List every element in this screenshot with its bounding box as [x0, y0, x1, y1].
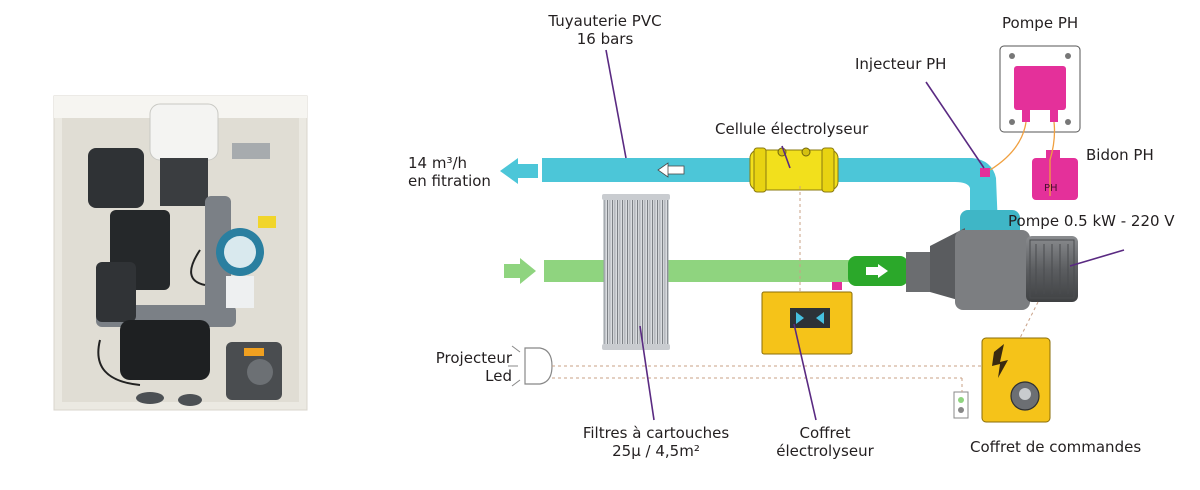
suction-pipe: [544, 256, 908, 286]
label-filtration-flow: 14 m³/h en fitration: [408, 154, 491, 190]
ph-canister-tag: PH: [1044, 183, 1058, 194]
label-electrolysis-box: Coffret électrolyseur: [776, 424, 874, 460]
wiring: [552, 186, 1039, 392]
ph-canister: [1032, 150, 1078, 200]
label-pointers: [605, 49, 1125, 421]
label-pump: Pompe 0.5 kW - 220 V: [1008, 212, 1175, 230]
label-command-box: Coffret de commandes: [970, 438, 1142, 456]
ph-injector: [980, 168, 990, 177]
flow-arrow-right-icon: [504, 258, 536, 284]
flow-direction-left-icon: [657, 162, 685, 178]
label-cartridge-filters: Filtres à cartouches 25µ / 4,5m²: [582, 424, 730, 460]
electrolysis-cell: [749, 147, 839, 193]
led-projector: [508, 345, 553, 387]
installation-photo: [53, 95, 308, 411]
flow-arrow-left-icon: [500, 158, 538, 184]
label-led-projector: Projecteur Led: [435, 349, 512, 385]
label-ph-injector: Injecteur PH: [855, 55, 947, 73]
command-control-box: [981, 337, 1051, 423]
pump: [906, 210, 1078, 310]
label-ph-pump: Pompe PH: [1002, 14, 1079, 32]
label-pvc-pipe: Tuyauterie PVC 16 bars: [548, 12, 662, 48]
ph-dosing-lines: [989, 121, 1056, 196]
label-electrolysis-cell: Cellule électrolyseur: [715, 120, 869, 138]
light-switch: [953, 391, 969, 419]
cartridge-filter: [602, 194, 670, 350]
ph-pump: [999, 45, 1081, 133]
flow-direction-right-icon: [866, 264, 888, 278]
electrolysis-control-box: [761, 282, 853, 355]
label-ph-canister: Bidon PH: [1086, 146, 1154, 164]
